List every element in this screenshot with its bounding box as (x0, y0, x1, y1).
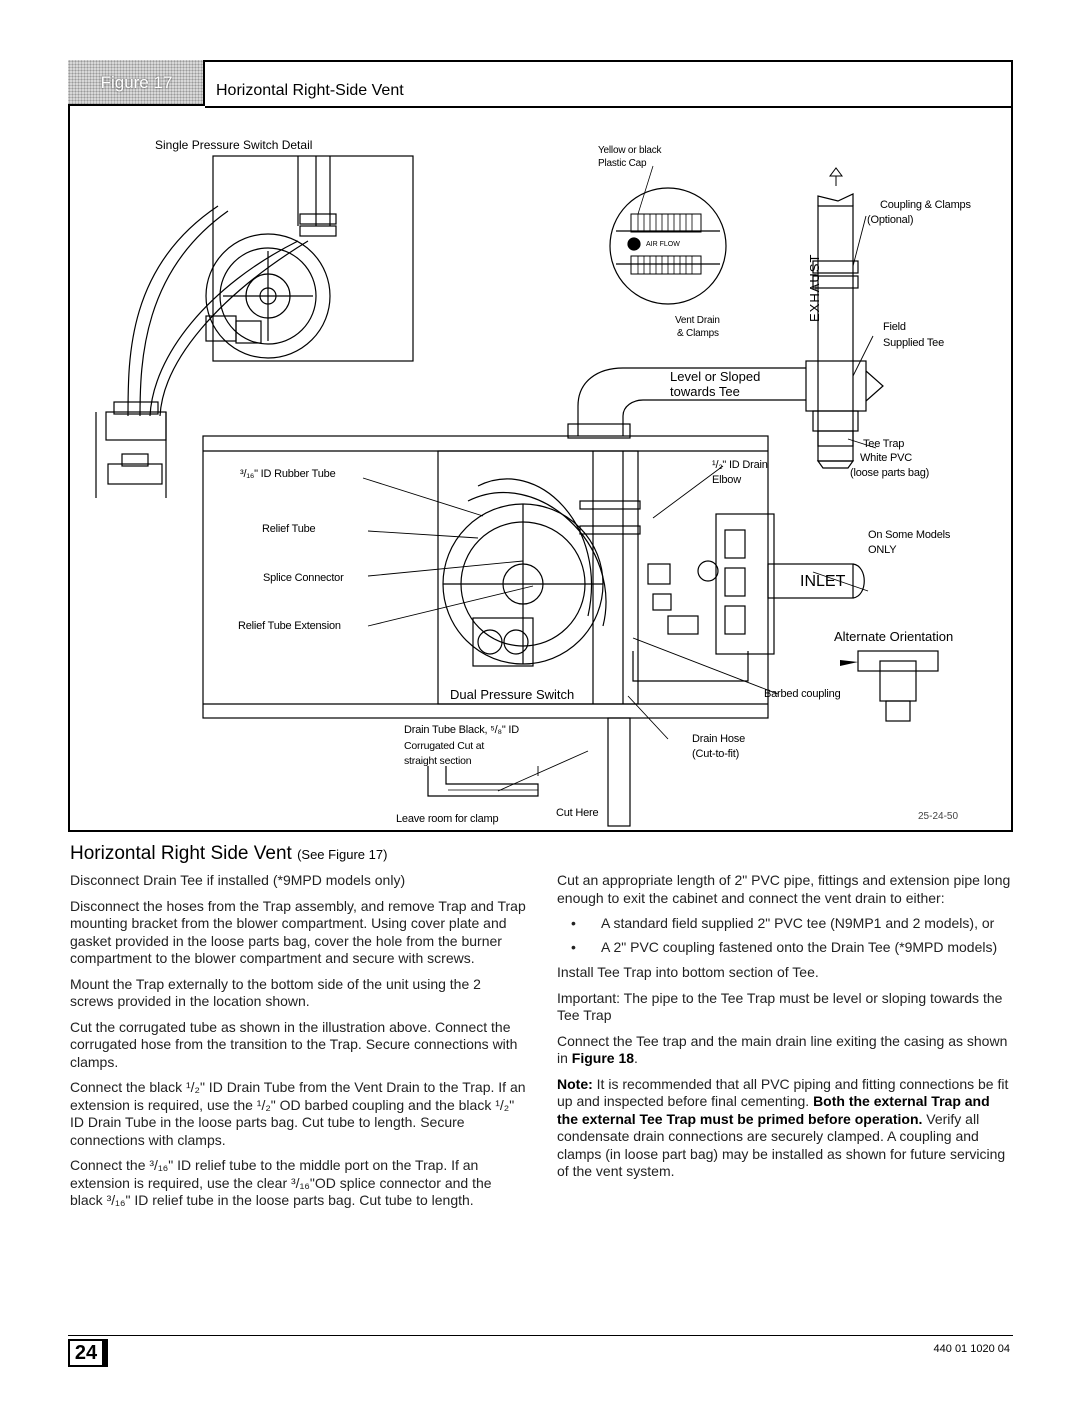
label-cap-line1: Yellow or black (598, 145, 662, 156)
drain-hose (427, 717, 631, 827)
label-inlet: INLET (800, 573, 846, 590)
section-title-text: Horizontal Right Side Vent (70, 843, 292, 864)
figure-code: 25-24-50 (918, 811, 959, 822)
label-field-tee-line2: Supplied Tee (883, 337, 945, 349)
paragraph: Cut the corrugated tube as shown in the … (70, 1018, 518, 1070)
label-alternate-orientation: Alternate Orientation (834, 629, 954, 644)
label-splice-connector: Splice Connector (263, 572, 344, 584)
label-tee-trap-line2: White PVC (860, 452, 912, 464)
label-drain-hose-line1: Drain Hose (692, 733, 746, 745)
label-drain-elbow-line2: Elbow (712, 474, 741, 486)
page-number: 24 (68, 1339, 104, 1367)
label-barbed-coupling: Barbed coupling (764, 688, 841, 700)
label-relief-tube: Relief Tube (262, 523, 316, 535)
note-text-b: Verify all condensate drain connections … (557, 1110, 1006, 1180)
cap-detail (609, 165, 727, 305)
inlet-assembly (715, 513, 865, 655)
label-drain-tube-line1: Drain Tube Black, ⁵/₈" ID (404, 724, 520, 736)
connect-text: Connect the Tee trap and the main drain … (557, 1032, 1008, 1067)
paragraph: Connect the black ¹/₂" ID Drain Tube fro… (70, 1079, 526, 1148)
label-relief-tube-extension: Relief Tube Extension (238, 620, 341, 632)
figure-number-label: Figure 17 (100, 73, 173, 92)
paragraph: Disconnect the hoses from the Trap assem… (70, 897, 526, 967)
section-title-ref: (See Figure 17) (297, 847, 388, 862)
paragraph-note: Note: It is recommended that all PVC pip… (557, 1076, 1013, 1181)
paragraph-connect: Connect the Tee trap and the main drain … (557, 1033, 1013, 1068)
note-label: Note: (557, 1075, 593, 1092)
label-coupling-line2: (Optional) (867, 214, 914, 226)
label-tee-trap-line3: (loose parts bag) (850, 467, 930, 479)
figure-18-reference: Figure 18 (571, 1050, 635, 1066)
paragraph-intro: Cut an appropriate length of 2" PVC pipe… (557, 872, 1011, 906)
label-vent-drain-line1: Vent Drain (675, 315, 720, 326)
label-coupling-line1: Coupling & Clamps (880, 199, 971, 211)
footer-rule (68, 1335, 1013, 1336)
bullet-list: A standard field supplied 2" PVC tee (N9… (557, 915, 1013, 956)
paragraph: Mount the Trap externally to the bottom … (70, 975, 481, 1010)
left-column: Disconnect Drain Tee if installed (*9MPD… (70, 872, 527, 1218)
figure-frame (68, 60, 1013, 832)
exhaust-pipe (805, 167, 884, 469)
figure-number-tab (68, 60, 205, 106)
note-text-a: It is recommended that all PVC piping an… (557, 1075, 1009, 1110)
section-title: Horizontal Right Side Vent (See Figure 1… (70, 843, 387, 865)
label-rubber-tube: ³/₁₆" ID Rubber Tube (240, 468, 336, 480)
label-vent-drain-line2: & Clamps (677, 328, 719, 339)
elbow-pipe (567, 367, 806, 439)
label-cap-line2: Plastic Cap (598, 158, 647, 169)
label-cut-here: Cut Here (556, 807, 599, 819)
label-single-pressure-switch: Single Pressure Switch Detail (155, 138, 313, 152)
paragraph-important: Important: The pipe to the Tee Trap must… (557, 989, 1003, 1024)
figure-title-rule (205, 106, 1011, 108)
list-item: A 2" PVC coupling fastened onto the Drai… (557, 939, 1013, 957)
connect-end: . (634, 1050, 638, 1066)
label-level-line1: Level or Sloped (670, 369, 761, 384)
paragraph: Disconnect Drain Tee if installed (*9MPD… (70, 872, 406, 888)
figure-title: Horizontal Right-Side Vent (216, 82, 404, 99)
label-air-flow: AIR FLOW (646, 241, 680, 248)
vent-diagram (95, 155, 939, 827)
furnace-cabinet (202, 435, 769, 719)
document-number: 440 01 1020 04 (933, 1343, 1010, 1355)
right-column: Cut an appropriate length of 2" PVC pipe… (557, 872, 1013, 1189)
label-drain-tube-line2: Corrugated Cut at (404, 740, 485, 752)
label-drain-elbow-line1: ¹/₂" ID Drain (712, 459, 768, 471)
label-leave-room: Leave room for clamp (396, 813, 499, 825)
paragraph-install: Install Tee Trap into bottom section of … (557, 964, 819, 980)
label-tee-trap-line1: Tee Trap (863, 438, 905, 450)
label-drain-hose-line2: (Cut-to-fit) (692, 748, 740, 760)
list-item: A standard field supplied 2" PVC tee (N9… (557, 915, 1013, 933)
paragraph: Connect the ³/₁₆" ID relief tube to the … (70, 1157, 492, 1208)
label-field-tee-line1: Field (883, 321, 906, 333)
single-pressure-switch-detail (95, 155, 414, 498)
label-on-some-models-line1: On Some Models (868, 529, 951, 541)
label-on-some-models-line2: ONLY (868, 544, 897, 556)
alternate-orientation-tee (857, 650, 939, 722)
page-number-shadow (104, 1339, 108, 1367)
label-drain-tube-line3: straight section (404, 755, 472, 767)
label-exhaust: EXHAUST (807, 253, 822, 322)
label-level-line2: towards Tee (670, 384, 740, 399)
note-bold-text: Both the external Trap and the external … (557, 1093, 990, 1127)
label-dual-pressure-switch: Dual Pressure Switch (450, 687, 575, 702)
